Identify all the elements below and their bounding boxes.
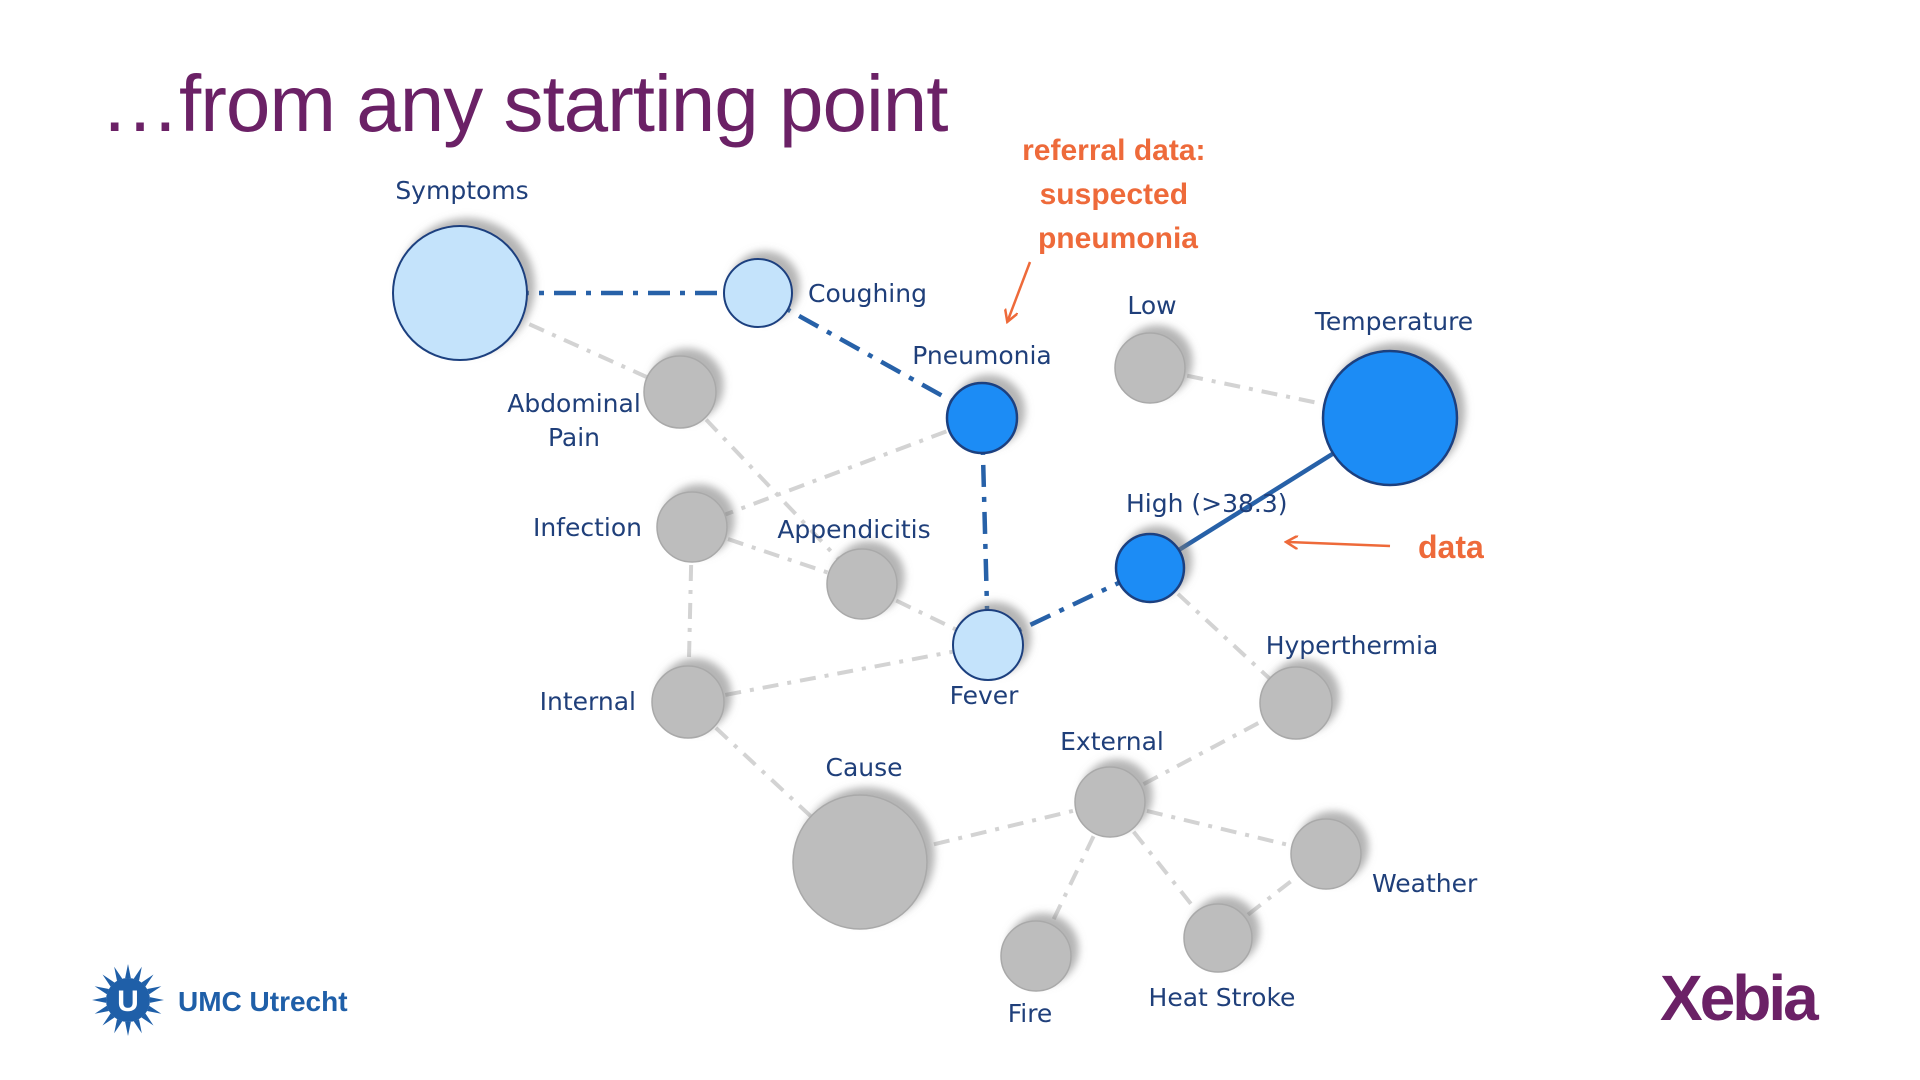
edge-pneumonia-infection (691, 416, 983, 529)
edge-infection-appendicitis (691, 525, 863, 586)
referral-line-2: suspected (1040, 178, 1188, 211)
referral-arrow (1008, 261, 1032, 320)
edge-abdominal-pain-appendicitis (678, 390, 864, 586)
node-low[interactable] (1114, 332, 1186, 404)
edge-coughing-pneumonia (756, 291, 984, 420)
edge-infection-internal (686, 526, 694, 703)
referral-line-1: referral data: (1022, 134, 1205, 167)
data-annotation: data (1418, 529, 1484, 565)
xebia-logo: Xebia (1660, 962, 1822, 1034)
annotation-layer: referral data: suspected pneumonia data (1008, 134, 1484, 565)
label-internal: Internal (540, 687, 636, 716)
node-appendicitis[interactable] (826, 548, 898, 620)
node-abdominal-pain[interactable] (643, 355, 717, 429)
node-high[interactable] (1114, 532, 1186, 604)
label-fever: Fever (950, 681, 1020, 710)
label-cause: Cause (825, 753, 902, 782)
slide-title: …from any starting point (100, 59, 948, 148)
node-symptoms[interactable] (392, 225, 528, 361)
data-arrow (1288, 542, 1391, 546)
svg-text:U: U (117, 985, 139, 1018)
node-external[interactable] (1074, 766, 1146, 838)
node-layer (392, 225, 1459, 992)
label-weather: Weather (1372, 869, 1478, 898)
label-coughing: Coughing (808, 279, 927, 308)
label-hyperthermia: Hyperthermia (1266, 631, 1439, 660)
node-hyperthermia[interactable] (1259, 666, 1333, 740)
label-fire: Fire (1008, 999, 1053, 1028)
node-heat-stroke[interactable] (1183, 903, 1253, 973)
umc-logo-text: UMC Utrecht (178, 986, 348, 1017)
node-fever[interactable] (952, 609, 1024, 681)
node-temperature[interactable] (1321, 349, 1459, 487)
referral-line-3: pneumonia (1038, 222, 1198, 255)
label-low: Low (1127, 291, 1176, 320)
label-external: External (1060, 727, 1164, 756)
label-temperature: Temperature (1314, 307, 1473, 336)
edge-internal-fever (687, 643, 989, 704)
node-infection[interactable] (656, 491, 728, 563)
label-symptoms: Symptoms (395, 176, 528, 205)
node-internal[interactable] (651, 665, 725, 739)
referral-annotation: referral data: suspected pneumonia (1022, 134, 1214, 255)
edge-pneumonia-fever (979, 417, 991, 646)
node-pneumonia[interactable] (945, 381, 1019, 455)
label-pneumonia: Pneumonia (912, 341, 1051, 370)
xebia-logo-text: Xebia (1660, 962, 1819, 1034)
label-high: High (>38.3) (1126, 489, 1288, 518)
label-heat-stroke: Heat Stroke (1149, 983, 1296, 1012)
label-appendicitis: Appendicitis (777, 515, 930, 544)
label-infection: Infection (533, 513, 642, 542)
umc-utrecht-logo: U UMC Utrecht (92, 964, 348, 1036)
node-weather[interactable] (1290, 818, 1362, 890)
node-coughing[interactable] (723, 258, 793, 328)
node-cause[interactable] (792, 794, 928, 930)
node-fire[interactable] (1000, 920, 1072, 992)
umc-sun-icon: U (92, 964, 164, 1036)
